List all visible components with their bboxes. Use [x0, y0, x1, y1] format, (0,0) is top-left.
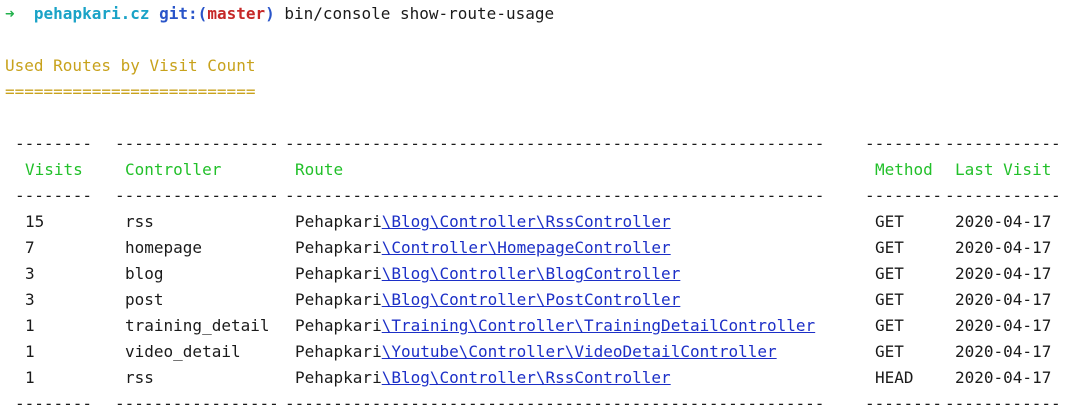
dash-segment: ------------	[945, 134, 1061, 153]
dash-segment: --------	[15, 186, 93, 205]
route-link[interactable]: \Blog\Controller\RssController	[381, 368, 671, 387]
cell-controller: rss	[125, 212, 154, 231]
dash-segment: ----------------------------------------…	[285, 186, 825, 205]
cell-last-visit: 2020-04-17	[955, 368, 1052, 387]
cell-visits: 1	[25, 342, 35, 361]
route-link[interactable]: \Training\Controller\TrainingDetailContr…	[381, 316, 816, 335]
dash-segment: --------	[865, 134, 943, 153]
route-prefix: Pehapkari	[295, 342, 382, 361]
route-prefix: Pehapkari	[295, 238, 382, 257]
cell-last-visit: 2020-04-17	[955, 264, 1052, 283]
cell-controller: blog	[125, 264, 164, 283]
cell-visits: 3	[25, 290, 35, 309]
dash-segment: ------------	[945, 186, 1061, 205]
route-link[interactable]: \Youtube\Controller\VideoDetailControlle…	[381, 342, 777, 361]
route-prefix: Pehapkari	[295, 368, 382, 387]
dash-segment: -----------------	[115, 186, 279, 205]
cell-route: Pehapkari\Youtube\Controller\VideoDetail…	[295, 342, 777, 362]
cell-controller: homepage	[125, 238, 203, 257]
cell-method: HEAD	[875, 368, 914, 387]
column-header-route: Route	[295, 160, 344, 179]
cell-last-visit: 2020-04-17	[955, 342, 1052, 361]
cell-route: Pehapkari\Blog\Controller\RssController	[295, 368, 671, 388]
prompt-arrow-icon: ➜	[5, 4, 15, 23]
cell-route: Pehapkari\Training\Controller\TrainingDe…	[295, 316, 815, 336]
dash-segment: --------	[15, 394, 93, 413]
column-header-visits: Visits	[25, 160, 83, 179]
prompt-directory: pehapkari.cz	[33, 4, 150, 23]
dash-segment: ------------	[945, 394, 1061, 413]
dash-segment: ----------------------------------------…	[285, 394, 825, 413]
cell-method: GET	[875, 316, 904, 335]
route-link[interactable]: \Blog\Controller\RssController	[381, 212, 671, 231]
section-title: Used Routes by Visit Count	[5, 56, 256, 75]
route-link[interactable]: \Blog\Controller\BlogController	[381, 264, 681, 283]
dash-segment: -----------------	[115, 394, 279, 413]
route-prefix: Pehapkari	[295, 264, 382, 283]
column-header-method: Method	[875, 160, 933, 179]
git-branch: master	[207, 4, 266, 23]
cell-controller: rss	[125, 368, 154, 387]
cell-method: GET	[875, 342, 904, 361]
route-prefix: Pehapkari	[295, 316, 382, 335]
dash-segment: ----------------------------------------…	[285, 134, 825, 153]
column-header-last-visit: Last Visit	[955, 160, 1052, 179]
cell-controller: training_detail	[125, 316, 270, 335]
cell-route: Pehapkari\Controller\HomepageController	[295, 238, 671, 258]
prompt-line: ➜ pehapkari.cz git:(master) bin/console …	[5, 4, 554, 24]
command-text: bin/console show-route-usage	[284, 4, 555, 23]
cell-last-visit: 2020-04-17	[955, 238, 1052, 257]
cell-visits: 3	[25, 264, 35, 283]
section-underline: ==========================	[5, 82, 256, 101]
cell-last-visit: 2020-04-17	[955, 290, 1052, 309]
column-header-controller: Controller	[125, 160, 222, 179]
cell-method: GET	[875, 212, 904, 231]
cell-route: Pehapkari\Blog\Controller\PostController	[295, 290, 680, 310]
cell-method: GET	[875, 290, 904, 309]
dash-segment: --------	[865, 394, 943, 413]
cell-visits: 7	[25, 238, 35, 257]
route-link[interactable]: \Blog\Controller\PostController	[381, 290, 681, 309]
cell-route: Pehapkari\Blog\Controller\RssController	[295, 212, 671, 232]
cell-route: Pehapkari\Blog\Controller\BlogController	[295, 264, 680, 284]
cell-last-visit: 2020-04-17	[955, 316, 1052, 335]
dash-segment: --------	[865, 186, 943, 205]
git-close: )	[265, 4, 275, 23]
cell-controller: video_detail	[125, 342, 241, 361]
cell-visits: 15	[25, 212, 45, 231]
cell-method: GET	[875, 264, 904, 283]
route-prefix: Pehapkari	[295, 212, 382, 231]
route-link[interactable]: \Controller\HomepageController	[381, 238, 671, 257]
route-prefix: Pehapkari	[295, 290, 382, 309]
cell-last-visit: 2020-04-17	[955, 212, 1052, 231]
cell-controller: post	[125, 290, 164, 309]
dash-segment: --------	[15, 134, 93, 153]
dash-segment: -----------------	[115, 134, 279, 153]
git-label: git:(	[159, 4, 208, 23]
cell-method: GET	[875, 238, 904, 257]
cell-visits: 1	[25, 368, 35, 387]
cell-visits: 1	[25, 316, 35, 335]
